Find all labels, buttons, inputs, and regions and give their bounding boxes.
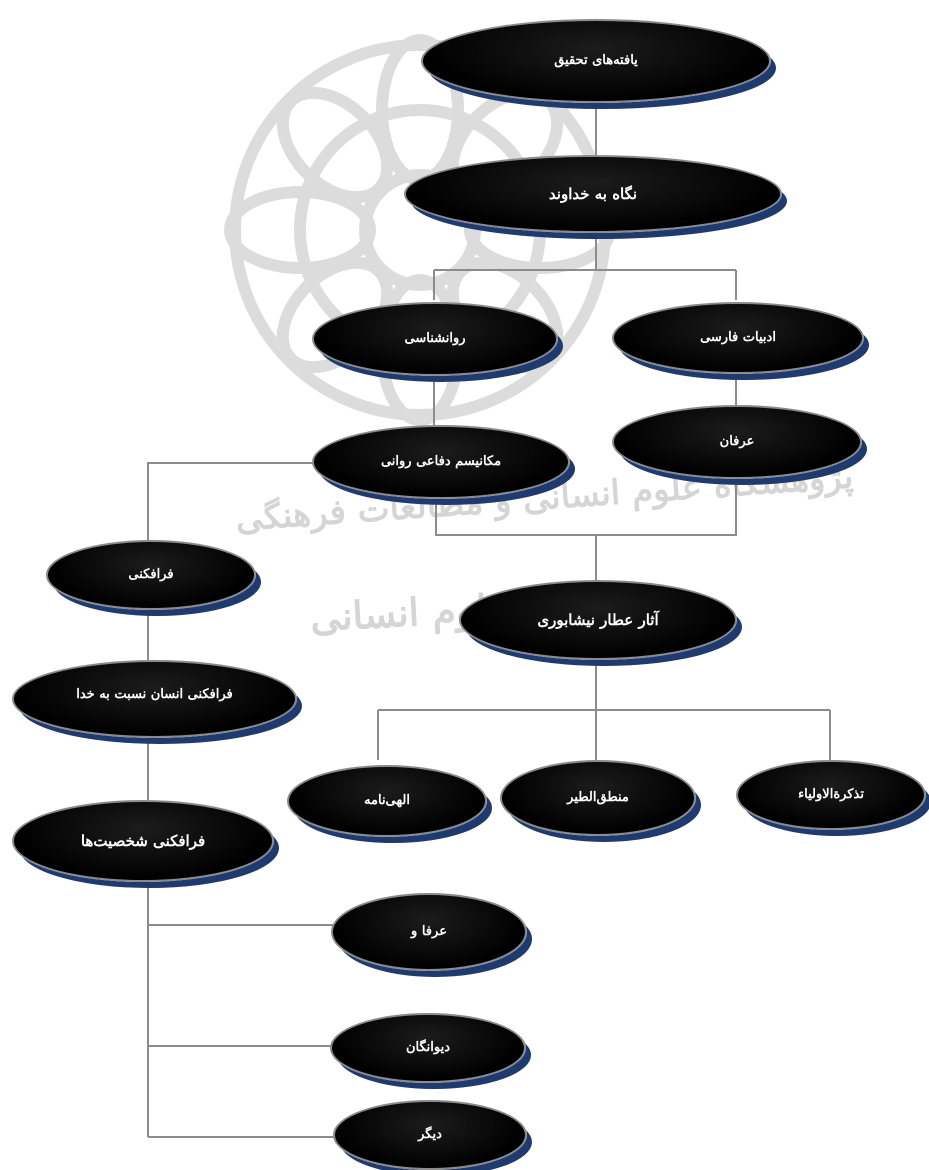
- node-label: فرافکنی شخصیت‌ها: [80, 831, 206, 850]
- connector-attar-works: [377, 650, 831, 760]
- node-research-findings: یافته‌های تحقیق: [421, 19, 771, 103]
- node-psychology: روانشناسی: [312, 302, 558, 376]
- node-mysticism: عرفان: [612, 405, 862, 479]
- node-label: یافته‌های تحقیق: [554, 53, 638, 69]
- node-defense-mechanism: مکانیسم دفاعی روانی: [312, 425, 570, 499]
- node-human-projection-to-god: فرافکنی انسان نسبت به خدا: [12, 660, 297, 738]
- node-label: دیگر: [418, 1127, 442, 1143]
- connector-god-branches: [433, 225, 737, 300]
- connector-mechanism-projection: [147, 462, 315, 560]
- node-label: مکانیسم دفاعی روانی: [380, 454, 502, 470]
- node-view-of-god: نگاه به خداوند: [404, 155, 782, 233]
- node-madmen: دیوانگان: [330, 1013, 526, 1083]
- node-label: عرفا و: [411, 924, 447, 940]
- node-elahinameh: الهی‌نامه: [287, 765, 487, 837]
- node-projection: فرافکنی: [46, 540, 256, 610]
- node-label: منطق‌الطیر: [567, 790, 629, 806]
- node-label: تذکرةالاولیاء: [798, 787, 864, 803]
- node-label: فرافکنی: [128, 567, 174, 583]
- connector-personalities-list: [147, 855, 335, 1138]
- node-manteq-ot-teir: منطق‌الطیر: [500, 760, 696, 836]
- node-label: آثار عطار نیشابوری: [537, 610, 659, 629]
- node-label: الهی‌نامه: [364, 793, 410, 809]
- node-personalities-projection: فرافکنی شخصیت‌ها: [12, 800, 274, 882]
- node-others: دیگر: [333, 1100, 527, 1170]
- node-attar-works: آثار عطار نیشابوری: [459, 580, 737, 660]
- node-label: نگاه به خداوند: [548, 184, 638, 203]
- node-label: فرافکنی انسان نسبت به خدا: [76, 687, 233, 702]
- node-label: ادبیات فارسی: [700, 330, 776, 346]
- connector-merge-attar: [435, 475, 737, 580]
- node-persian-literature: ادبیات فارسی: [612, 302, 864, 374]
- node-label: روانشناسی: [404, 331, 466, 347]
- node-label: دیوانگان: [405, 1040, 451, 1056]
- node-mystics: عرفا و: [331, 893, 527, 971]
- node-label: عرفان: [719, 434, 755, 450]
- node-tazkerat-ol-owliya: تذکرةالاولیاء: [736, 760, 926, 830]
